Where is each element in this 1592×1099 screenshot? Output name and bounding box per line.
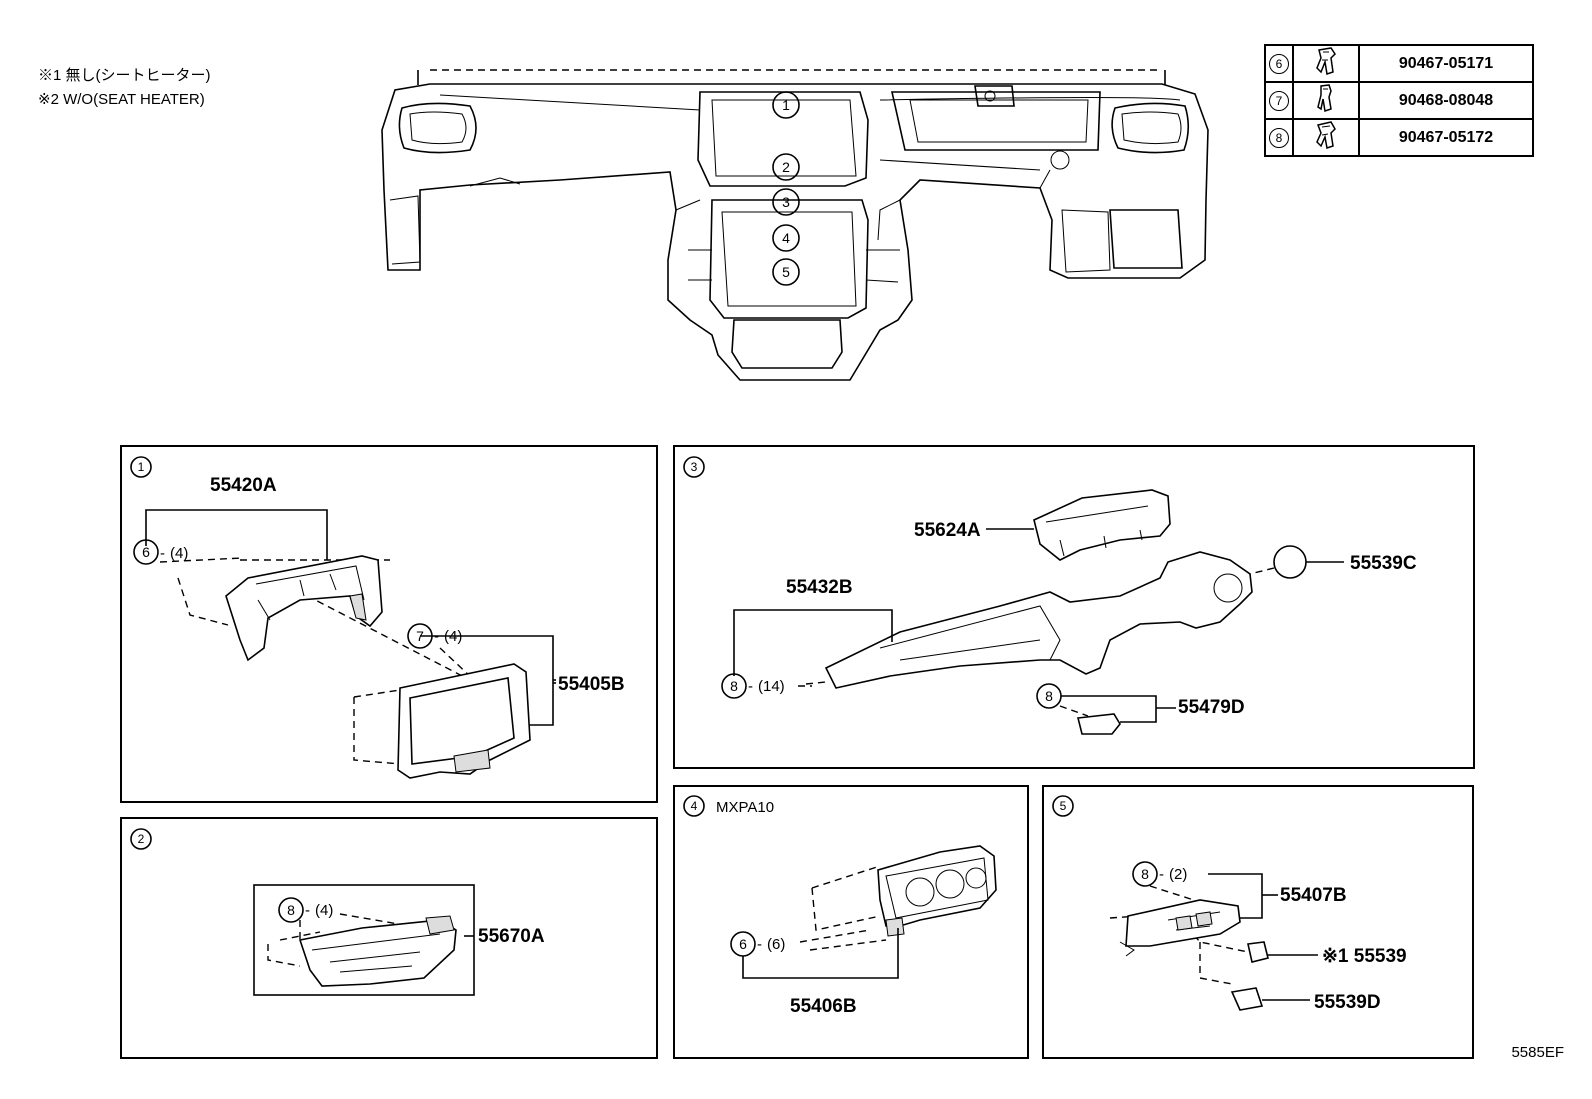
qty-6-value: (4): [170, 545, 188, 562]
svg-text:1: 1: [138, 460, 145, 474]
qty-label-6-4: -: [160, 545, 165, 562]
qty-label-8-14: -: [748, 678, 753, 695]
overview-callout-3[interactable]: 3: [772, 188, 800, 216]
panel-2-drawing: 8: [253, 884, 475, 996]
svg-text:2: 2: [782, 159, 790, 175]
svg-text:8: 8: [1045, 688, 1053, 704]
fastener-callout-7[interactable]: [407, 623, 433, 649]
qty-8-value-p5: (2): [1169, 866, 1187, 883]
part-label-55420A[interactable]: 55420A: [210, 475, 277, 496]
panel-1-number: 1: [130, 456, 152, 478]
panel-1-drawing: 6 7: [133, 509, 556, 779]
qty-6-value-p4: (6): [767, 936, 785, 953]
dashboard-overview: [381, 69, 1209, 381]
clip-icon: [1313, 47, 1339, 80]
panel-4-drawing: 6: [730, 845, 997, 979]
part-label-55539[interactable]: ※1 55539: [1322, 946, 1407, 967]
panel-4: [673, 785, 1029, 1059]
svg-text:5: 5: [1060, 799, 1067, 813]
overview-callout-4[interactable]: 4: [772, 224, 800, 252]
part-label-55539D[interactable]: 55539D: [1314, 992, 1381, 1013]
part-number[interactable]: 90467-05172: [1358, 118, 1534, 157]
part-label-55405B[interactable]: 55405B: [558, 674, 625, 695]
part-label-55479D[interactable]: 55479D: [1178, 697, 1245, 718]
svg-text:3: 3: [691, 460, 698, 474]
qty-label-8-2: -: [1159, 866, 1164, 883]
table-row: 8 90467-05172: [1264, 118, 1534, 157]
note-2: ※2 W/O(SEAT HEATER): [38, 91, 205, 108]
qty-label-6-6: -: [757, 936, 762, 953]
fastener-table: 6 90467-05171 7 90468-08048 8 90467-0517…: [1264, 44, 1534, 157]
svg-text:8: 8: [1141, 866, 1149, 882]
panel-2-number: 2: [130, 828, 152, 850]
notes: ※1 無し(シートヒーター) ※2 W/O(SEAT HEATER): [38, 64, 211, 112]
svg-text:2: 2: [138, 832, 145, 846]
table-row: 7 90468-08048: [1264, 81, 1534, 120]
qty-7-value: (4): [444, 628, 462, 645]
fastener-callout-6[interactable]: [133, 539, 159, 565]
overview-callout-2[interactable]: 2: [772, 153, 800, 181]
clip-icon: [1313, 84, 1339, 117]
svg-text:7: 7: [416, 628, 424, 644]
svg-text:8: 8: [730, 678, 738, 694]
part-label-55406B[interactable]: 55406B: [790, 996, 857, 1017]
overview-callout-1[interactable]: 1: [772, 91, 800, 119]
panel-5: [1042, 785, 1474, 1059]
svg-text:8: 8: [287, 902, 295, 918]
note-1: ※1 無し(シートヒーター): [38, 67, 211, 84]
fastener-callout-8-p3-a[interactable]: [721, 673, 747, 699]
part-label-55624A[interactable]: 55624A: [914, 520, 981, 541]
svg-text:3: 3: [782, 194, 790, 210]
fastener-callout-8-p5[interactable]: [1132, 861, 1158, 887]
part-label-55407B[interactable]: 55407B: [1280, 885, 1347, 906]
qty-label-7-4: -: [434, 628, 439, 645]
svg-text:1: 1: [782, 97, 790, 113]
svg-text:5: 5: [782, 264, 790, 280]
panel-5-number: 5: [1052, 795, 1074, 817]
svg-text:6: 6: [739, 936, 747, 952]
table-row: 6 90467-05171: [1264, 44, 1534, 83]
qty-8-value-p3: (14): [758, 678, 785, 695]
qty-label-8-4: -: [305, 902, 310, 919]
svg-text:4: 4: [782, 230, 790, 246]
drawing-code: 5585EF: [1511, 1044, 1564, 1061]
fastener-ref: 8: [1269, 127, 1289, 148]
fastener-ref: 7: [1269, 90, 1289, 111]
overview-callout-5[interactable]: 5: [772, 258, 800, 286]
panel-1: [120, 445, 658, 803]
panel-3: [673, 445, 1475, 769]
part-label-55539C[interactable]: 55539C: [1350, 553, 1417, 574]
panel-3-number: 3: [683, 456, 705, 478]
part-number[interactable]: 90467-05171: [1358, 44, 1534, 83]
part-label-55432B[interactable]: 55432B: [786, 577, 853, 598]
panel-4-number: 4: [683, 795, 705, 817]
panel-5-drawing: 8: [1109, 861, 1318, 1011]
part-number[interactable]: 90468-08048: [1358, 81, 1534, 120]
overview-callouts: 1 2 3 4 5: [772, 91, 800, 286]
part-label-55670A[interactable]: 55670A: [478, 926, 545, 947]
fastener-callout-8[interactable]: [278, 897, 304, 923]
clip-icon: [1313, 121, 1339, 154]
svg-text:6: 6: [142, 544, 150, 560]
panel-4-title: MXPA10: [716, 799, 774, 816]
qty-8-value-p2: (4): [315, 902, 333, 919]
panel-3-drawing: 8 8: [721, 489, 1344, 735]
panel-2: [120, 817, 658, 1059]
svg-text:4: 4: [691, 799, 698, 813]
fastener-ref: 6: [1269, 53, 1289, 74]
